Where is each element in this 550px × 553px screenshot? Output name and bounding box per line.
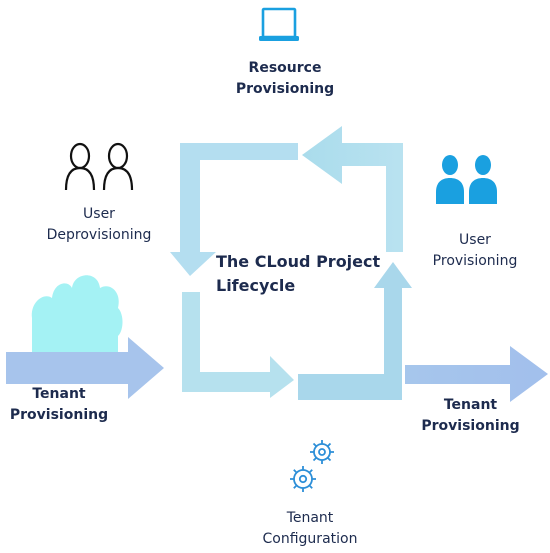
tenant-provisioning-left-line2: Provisioning — [9, 407, 109, 423]
tenant-provisioning-left-line1: Tenant — [32, 386, 86, 402]
tenant-provisioning-left-arrow — [6, 337, 164, 399]
user-provisioning-line1: User — [459, 232, 491, 248]
resource-provisioning-line2: Provisioning — [235, 81, 335, 97]
tenant-provisioning-right-label: Tenant Provisioning — [413, 395, 528, 437]
loop-right-arrow — [298, 262, 412, 400]
tenant-configuration-label: Tenant Configuration — [250, 508, 370, 550]
gears-icon — [290, 440, 334, 492]
tenant-provisioning-left-label: Tenant Provisioning — [3, 384, 115, 426]
diagram-title: The CLoud Project Lifecycle — [216, 250, 380, 298]
tenant-provisioning-right-arrow — [405, 346, 548, 402]
tenant-provisioning-right-line2: Provisioning — [421, 418, 520, 434]
resource-provisioning-label: Resource Provisioning — [225, 58, 345, 100]
users-outline-icon — [64, 142, 134, 191]
user-deprovisioning-line1: User — [83, 206, 115, 222]
user-provisioning-line2: Provisioning — [432, 253, 518, 269]
user-deprovisioning-label: User Deprovisioning — [34, 204, 164, 246]
diagram-title-line1: The CLoud Project — [216, 252, 381, 271]
user-provisioning-label: User Provisioning — [418, 230, 532, 272]
loop-bottom-arrow — [182, 292, 294, 398]
loop-top-arrow — [302, 126, 403, 252]
laptop-icon — [259, 7, 299, 41]
tenant-provisioning-right-line1: Tenant — [443, 397, 498, 413]
tenant-configuration-line2: Configuration — [262, 531, 358, 547]
users-filled-icon — [436, 155, 497, 204]
diagram-title-line2: Lifecycle — [216, 276, 296, 295]
tenant-configuration-line1: Tenant — [286, 510, 334, 526]
cloud-icon — [31, 275, 123, 356]
resource-provisioning-line1: Resource — [248, 60, 322, 76]
user-deprovisioning-line2: Deprovisioning — [46, 227, 152, 243]
loop-left-arrow — [170, 143, 298, 276]
